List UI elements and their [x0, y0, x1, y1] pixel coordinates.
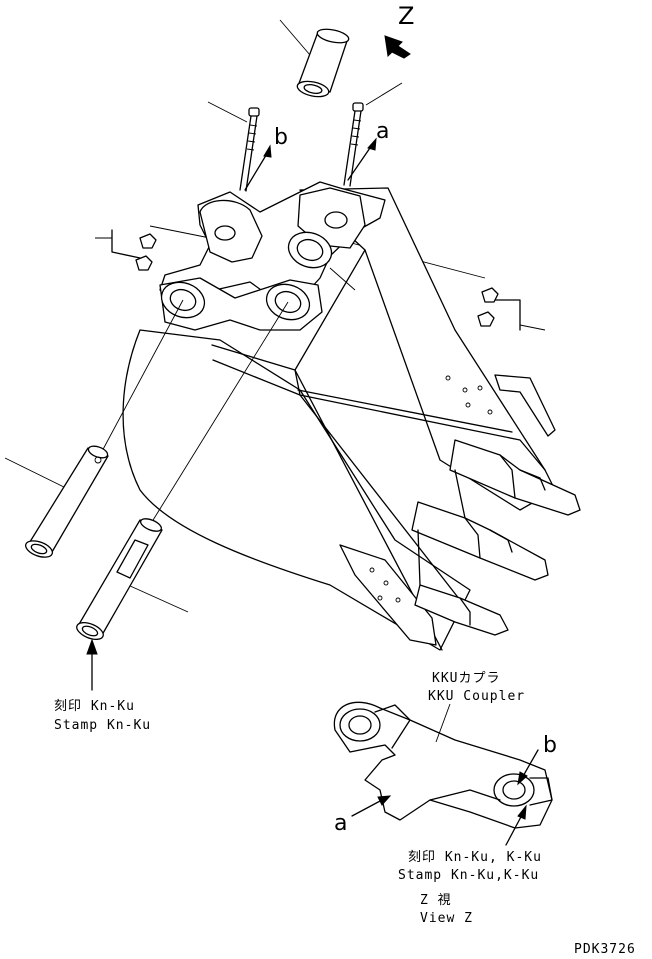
nuts-right [477, 287, 521, 331]
callout-b-view: b [543, 733, 557, 758]
callout-a-view: a [334, 811, 347, 836]
pin-left [24, 299, 184, 558]
callout-a-top: a [376, 119, 389, 144]
coupler-jp: KKUカプラ [432, 671, 500, 686]
view-jp: Z 視 [420, 893, 452, 908]
bolt-left [239, 107, 260, 192]
drawing-code: PDK3726 [574, 942, 636, 957]
view-z-arrow [384, 35, 411, 59]
view-en: View Z [420, 911, 473, 926]
teeth [411, 439, 581, 636]
coupler-en: KKU Coupler [428, 689, 525, 704]
bushing-top [296, 28, 350, 98]
callout-arrows-top [244, 137, 377, 191]
view-arrow-label: Z [398, 2, 414, 30]
pin-right [76, 301, 289, 691]
bolt-right [343, 102, 364, 187]
callout-b-top: b [274, 125, 288, 150]
stamp-left-jp: 刻印 Kn-Ku [54, 699, 135, 714]
nuts-left [111, 229, 157, 271]
stamp-left-en: Stamp Kn-Ku [54, 718, 151, 733]
coupler-view [333, 701, 553, 846]
bucket-body [122, 187, 556, 651]
stamp-right-jp: 刻印 Kn-Ku, K-Ku [408, 850, 542, 865]
stamp-right-en: Stamp Kn-Ku,K-Ku [398, 868, 539, 883]
